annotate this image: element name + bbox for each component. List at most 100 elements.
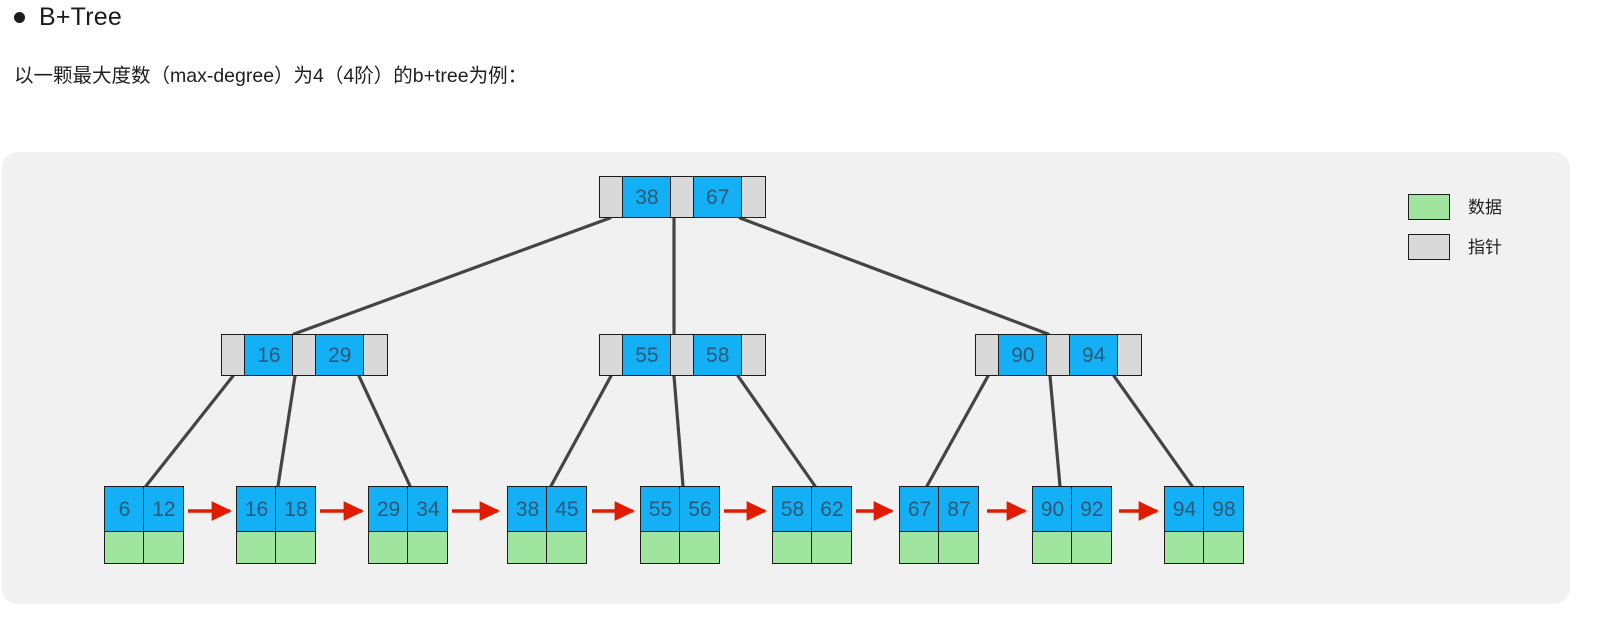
diagram-canvas: [2, 152, 1570, 604]
internal3-key-1: 94: [1069, 334, 1119, 376]
legend-swatch-pointer-icon: [1408, 234, 1450, 260]
leaf7-data-1: [938, 531, 980, 565]
edge-internal3-to-leaf-7: [925, 374, 990, 488]
leaf3-data-1: [407, 531, 449, 565]
edge-group-internal-2: [549, 374, 817, 488]
leaf8-data-0: [1032, 531, 1073, 565]
leaf3-key-0: 29: [368, 486, 409, 533]
legend: 数据 指针: [1408, 194, 1502, 274]
legend-item-pointer: 指针: [1408, 234, 1502, 260]
tree-leaf-1[interactable]: 6 12: [104, 486, 185, 565]
legend-item-data: 数据: [1408, 194, 1502, 220]
leaf9-data-0: [1164, 531, 1205, 565]
leaf7-data-0: [899, 531, 940, 565]
edge-internal2-to-leaf-6: [736, 374, 817, 488]
intro-paragraph: 以一颗最大度数（max-degree）为4（4阶）的b+tree为例：: [14, 65, 528, 87]
leaf1-key-1: 12: [143, 486, 185, 533]
tree-leaf-2[interactable]: 16 18: [236, 486, 317, 565]
internal2-pointer-0: [599, 334, 624, 376]
root-pointer-1: [669, 176, 695, 218]
edge-internal1-to-leaf-3: [357, 374, 412, 488]
leaf3-key-1: 34: [407, 486, 449, 533]
leaf9-key-row: 94 98: [1164, 486, 1245, 533]
diagram-panel: 38 67 16 29 55 58 90 94: [2, 152, 1570, 604]
leaf6-key-0: 58: [772, 486, 813, 533]
tree-leaf-6[interactable]: 58 62: [772, 486, 853, 565]
leaf5-data-1: [679, 531, 721, 565]
leaf9-data-row: [1164, 531, 1245, 565]
edge-internal3-to-leaf-9: [1112, 374, 1194, 488]
leaf6-key-row: 58 62: [772, 486, 853, 533]
internal2-pointer-2: [740, 334, 766, 376]
tree-leaf-5[interactable]: 55 56: [640, 486, 721, 565]
internal3-pointer-1: [1045, 334, 1071, 376]
tree-node-internal-2[interactable]: 55 58: [599, 334, 766, 376]
internal3-key-0: 90: [998, 334, 1048, 376]
leaf4-key-1: 45: [546, 486, 588, 533]
leaf2-data-0: [236, 531, 277, 565]
leaf1-data-1: [143, 531, 185, 565]
legend-label-data: 数据: [1468, 197, 1502, 217]
tree-node-internal-1[interactable]: 16 29: [221, 334, 388, 376]
edge-internal3-to-leaf-8: [1048, 374, 1062, 488]
edge-internal1-to-leaf-1: [144, 374, 235, 488]
leaf6-data-row: [772, 531, 853, 565]
edge-internal1-to-leaf-2: [276, 374, 297, 488]
leaf2-key-0: 16: [236, 486, 277, 533]
leaf7-data-row: [899, 531, 980, 565]
leaf1-data-0: [104, 531, 145, 565]
leaf8-key-row: 90 92: [1032, 486, 1113, 533]
leaf5-data-row: [640, 531, 721, 565]
leaf8-data-1: [1071, 531, 1113, 565]
internal1-key-1: 29: [315, 334, 365, 376]
edge-root-to-internal-1: [292, 216, 612, 336]
root-pointer-0: [599, 176, 624, 218]
tree-leaf-8[interactable]: 90 92: [1032, 486, 1113, 565]
leaf3-key-row: 29 34: [368, 486, 449, 533]
internal2-pointer-1: [669, 334, 695, 376]
root-key-1: 67: [693, 176, 743, 218]
legend-swatch-data-icon: [1408, 194, 1450, 220]
internal1-key-0: 16: [244, 334, 294, 376]
tree-leaf-4[interactable]: 38 45: [507, 486, 588, 565]
leaf7-key-row: 67 87: [899, 486, 980, 533]
edge-group-root: [292, 216, 1050, 336]
internal2-key-0: 55: [622, 334, 672, 376]
leaf9-key-0: 94: [1164, 486, 1205, 533]
tree-leaf-3[interactable]: 29 34: [368, 486, 449, 565]
leaf1-data-row: [104, 531, 185, 565]
tree-leaf-9[interactable]: 94 98: [1164, 486, 1245, 565]
leaf4-data-1: [546, 531, 588, 565]
leaf5-key-1: 56: [679, 486, 721, 533]
leaf7-key-1: 87: [938, 486, 980, 533]
leaf5-key-row: 55 56: [640, 486, 721, 533]
leaf1-key-0: 6: [104, 486, 145, 533]
edge-internal2-to-leaf-4: [549, 374, 613, 488]
leaf3-data-row: [368, 531, 449, 565]
leaf8-key-0: 90: [1032, 486, 1073, 533]
root-pointer-2: [740, 176, 766, 218]
leaf8-key-1: 92: [1071, 486, 1113, 533]
leaf2-data-1: [275, 531, 317, 565]
page-title: B+Tree: [39, 3, 122, 31]
leaf1-key-row: 6 12: [104, 486, 185, 533]
tree-node-internal-3[interactable]: 90 94: [975, 334, 1142, 376]
edge-group-internal-1: [144, 374, 412, 488]
tree-node-root[interactable]: 38 67: [599, 176, 766, 218]
legend-label-pointer: 指针: [1468, 237, 1502, 257]
tree-leaf-7[interactable]: 67 87: [899, 486, 980, 565]
leaf2-key-row: 16 18: [236, 486, 317, 533]
leaf9-key-1: 98: [1203, 486, 1245, 533]
bullet-dot-icon: [14, 11, 25, 23]
leaf5-key-0: 55: [640, 486, 681, 533]
internal1-pointer-1: [291, 334, 317, 376]
leaf7-key-0: 67: [899, 486, 940, 533]
leaf4-data-0: [507, 531, 548, 565]
leaf2-key-1: 18: [275, 486, 317, 533]
edge-root-to-internal-3: [738, 216, 1050, 336]
edge-internal2-to-leaf-5: [672, 374, 685, 488]
root-key-0: 38: [622, 176, 672, 218]
internal2-key-1: 58: [693, 334, 743, 376]
leaf6-data-0: [772, 531, 813, 565]
